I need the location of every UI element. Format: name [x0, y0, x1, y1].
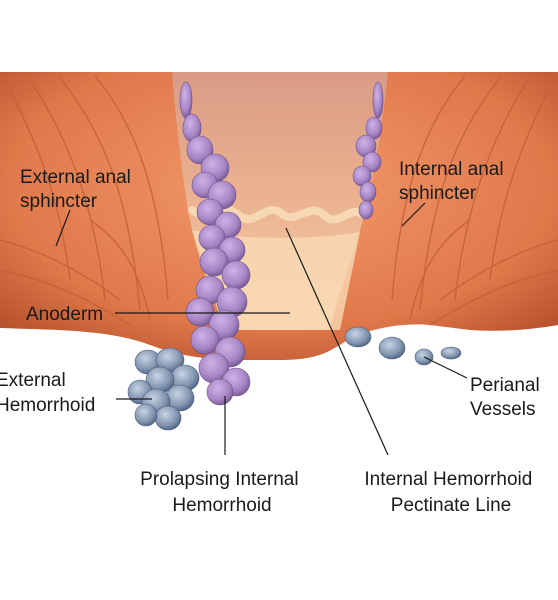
label-internal-hemorrhoid-pectinate-line: Internal Hemorrhoid Pectinate Line: [364, 469, 537, 516]
label-perianal-vessels: Perianal Vessels: [470, 375, 545, 420]
perianal-vessels: [344, 326, 462, 366]
label-external-anal-sphincter: External anal sphincter: [20, 167, 136, 212]
pectinate-line: [188, 206, 366, 224]
label-external-hemorrhoid: External Hemorrhoid: [0, 370, 95, 416]
internal-hemorrhoid-right: [352, 81, 384, 220]
labels: External anal sphincter Internal anal sp…: [0, 159, 545, 516]
external-hemorrhoid: [127, 347, 200, 431]
label-anoderm: Anoderm: [26, 304, 103, 325]
label-prolapsing-internal-hemorrhoid: Prolapsing Internal Hemorrhoid: [140, 469, 304, 516]
internal-hemorrhoid-left: [179, 81, 251, 406]
leader-lines: [55, 202, 468, 456]
label-internal-anal-sphincter: Internal anal sphincter: [399, 159, 509, 204]
